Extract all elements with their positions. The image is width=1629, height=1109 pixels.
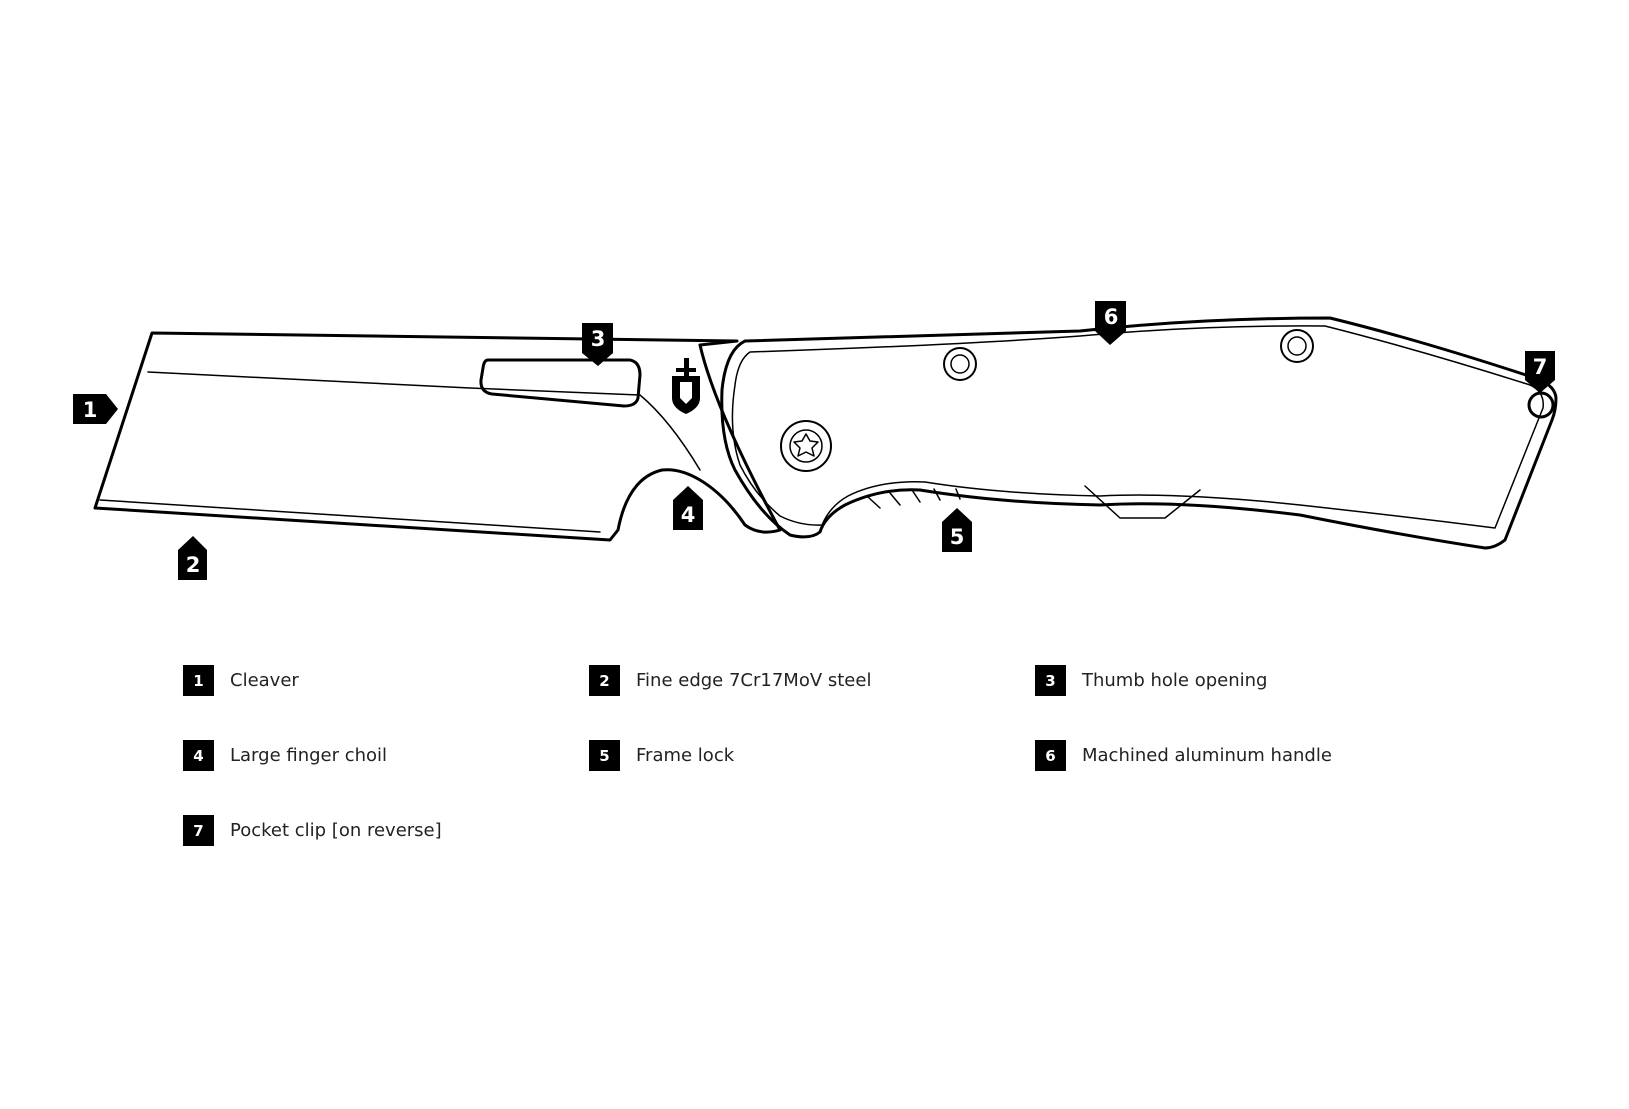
marker-6: 6	[1095, 301, 1126, 345]
handle-inner-line	[731, 325, 1544, 529]
pivot-screw-torx	[793, 433, 819, 457]
knife-illustration	[93, 316, 1558, 550]
thumb-hole	[479, 358, 642, 408]
marker-5: 5	[942, 508, 972, 552]
marker-6-number: 6	[1104, 305, 1119, 329]
marker-5-number: 5	[950, 525, 965, 549]
marker-2: 2	[178, 536, 207, 580]
marker-1-number: 1	[83, 398, 98, 422]
marker-3: 3	[582, 323, 613, 366]
lanyard-hole	[1527, 391, 1555, 419]
marker-4: 4	[673, 486, 703, 530]
marker-1: 1	[73, 394, 118, 424]
pivot-screw-outer	[780, 420, 832, 472]
handle-outline	[720, 316, 1558, 550]
brand-logo-icon	[672, 358, 700, 414]
frame-lock-ridges	[867, 488, 961, 509]
marker-7-number: 7	[1533, 355, 1548, 379]
blade-bevel-line	[147, 371, 701, 471]
screw-rear-inner	[1287, 336, 1307, 356]
blade-outline	[93, 331, 782, 542]
marker-2-number: 2	[186, 553, 201, 577]
marker-4-number: 4	[681, 503, 696, 527]
screw-rear-outer	[1280, 329, 1314, 363]
screw-mid-outer	[943, 347, 977, 381]
pivot-screw-inner	[789, 429, 823, 463]
marker-7: 7	[1525, 351, 1555, 393]
blade-edge-bevel	[99, 499, 601, 533]
screw-mid-inner	[950, 354, 970, 374]
marker-3-number: 3	[591, 327, 606, 351]
frame-lock-cut	[1084, 485, 1201, 519]
